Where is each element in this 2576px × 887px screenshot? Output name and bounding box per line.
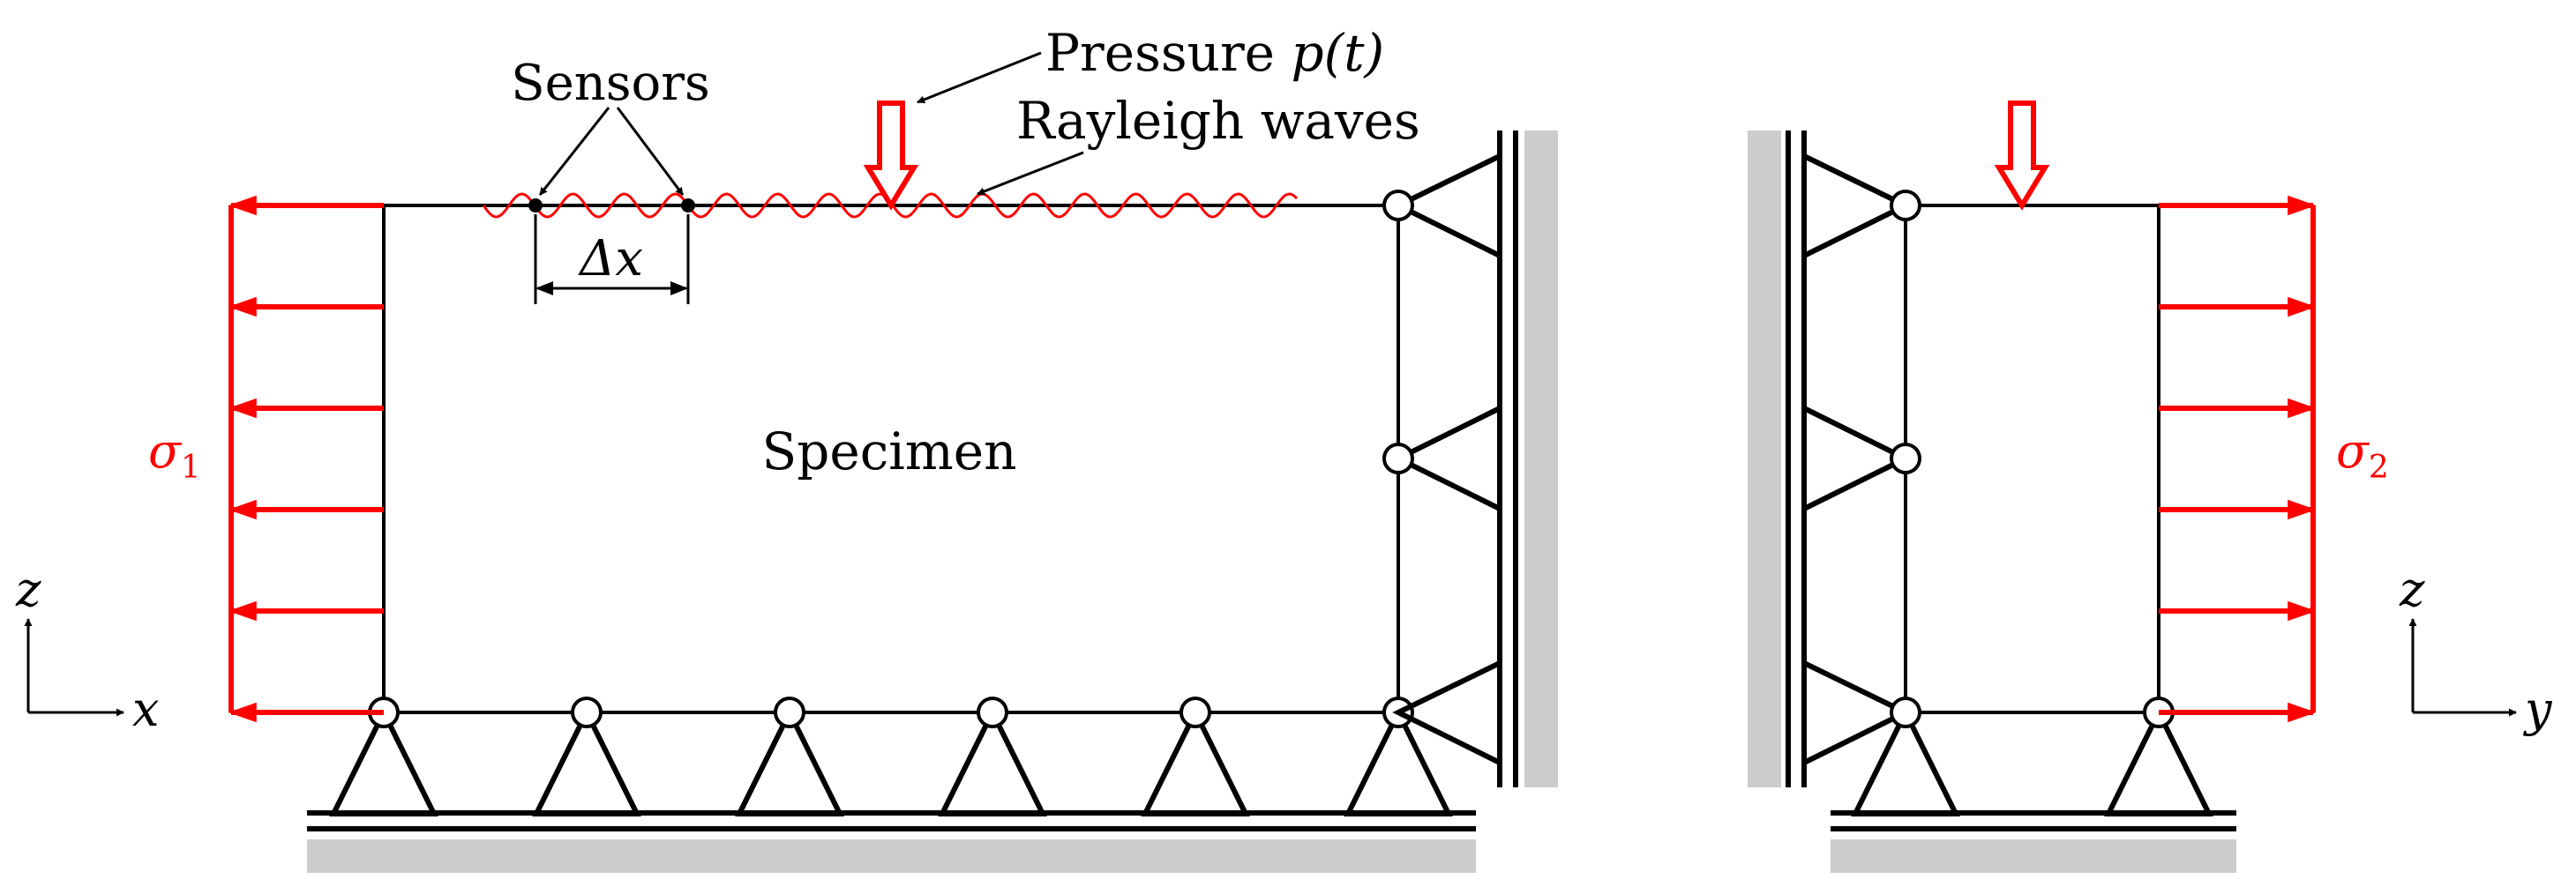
axis-y-label: y: [2523, 682, 2553, 737]
right-view: σ2 z y: [1748, 101, 2553, 873]
delta-x-dimension: Δx: [534, 214, 690, 304]
pressure-arrow-right: [1994, 101, 2050, 211]
axes-yz: z y: [2399, 562, 2553, 737]
pressure-pointer: [917, 51, 1042, 104]
support-triangle: [1141, 706, 1250, 816]
hinge: [1179, 697, 1211, 728]
sigma2-load: σ2: [2159, 195, 2389, 723]
support-triangle: [1851, 706, 1960, 816]
sensor-pointer: [538, 107, 610, 196]
ground-bottom-left: [307, 810, 1476, 873]
support-triangle: [329, 706, 438, 816]
right-supports: [1382, 153, 1501, 765]
hinge: [1382, 190, 1414, 221]
support-triangle: [735, 706, 844, 816]
axis-z-label: z: [15, 562, 41, 617]
support-triangle: [532, 706, 641, 816]
sensor-pointer: [616, 107, 685, 196]
specimen-outline-yz: [1904, 204, 2160, 714]
bottom-supports: [329, 697, 1453, 816]
specimen-label: Specimen: [762, 421, 1017, 481]
hinge: [1890, 697, 1921, 728]
sigma2-label: σ2: [2336, 423, 2389, 486]
left-view: σ1 Sensors Δx Pressure p(t) Rayleigh wav…: [15, 23, 1558, 873]
axes-xz: z x: [15, 562, 159, 737]
bottom-supports-right: [1851, 697, 2213, 816]
wall-left: [1748, 130, 1921, 787]
support-triangle: [1344, 706, 1453, 816]
hinge: [571, 697, 603, 728]
axis-z-label-right: z: [2399, 562, 2425, 617]
ground-bottom-right: [1831, 810, 2236, 873]
delta-x-label: Δx: [578, 230, 643, 287]
rayleigh-label: Rayleigh waves: [1016, 91, 1420, 151]
hinge: [1382, 443, 1414, 474]
rayleigh-pointer: [977, 151, 1084, 196]
wall-right: [1497, 130, 1558, 787]
sensors-label: Sensors: [511, 55, 710, 112]
hinge: [1890, 443, 1921, 474]
sensor-dot: [528, 198, 543, 212]
hinge: [977, 697, 1008, 728]
pressure-arrow: [863, 101, 919, 211]
pressure-label: Pressure p(t): [1045, 23, 1384, 83]
hinge: [1890, 190, 1921, 221]
sensor-dot: [681, 198, 695, 212]
axis-x-label: x: [132, 682, 159, 737]
sigma1-load: σ1: [148, 195, 384, 723]
sigma1-label: σ1: [148, 423, 201, 486]
hinge: [774, 697, 805, 728]
support-triangle: [2104, 706, 2213, 816]
support-triangle: [938, 706, 1047, 816]
